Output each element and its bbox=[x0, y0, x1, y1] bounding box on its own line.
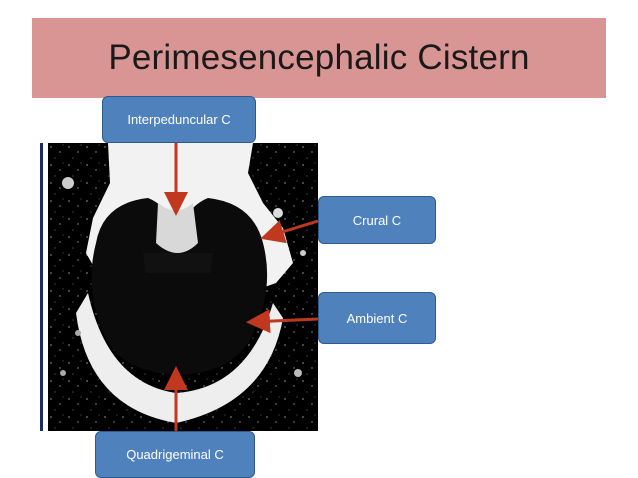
crural-label: Crural C bbox=[318, 196, 436, 244]
ambient-label-text: Ambient C bbox=[346, 310, 408, 326]
quadrigeminal-label: Quadrigeminal C bbox=[95, 431, 255, 478]
ct-scan-image bbox=[48, 143, 318, 431]
title-banner: Perimesencephalic Cistern bbox=[32, 18, 606, 98]
ambient-label: Ambient C bbox=[318, 292, 436, 344]
interpeduncular-label: Interpeduncular C bbox=[102, 96, 256, 143]
slide-title: Perimesencephalic Cistern bbox=[108, 38, 530, 77]
quadrigeminal-label-text: Quadrigeminal C bbox=[126, 447, 224, 462]
interpeduncular-label-text: Interpeduncular C bbox=[127, 112, 231, 127]
side-rule bbox=[40, 143, 43, 431]
crural-label-text: Crural C bbox=[352, 212, 402, 228]
